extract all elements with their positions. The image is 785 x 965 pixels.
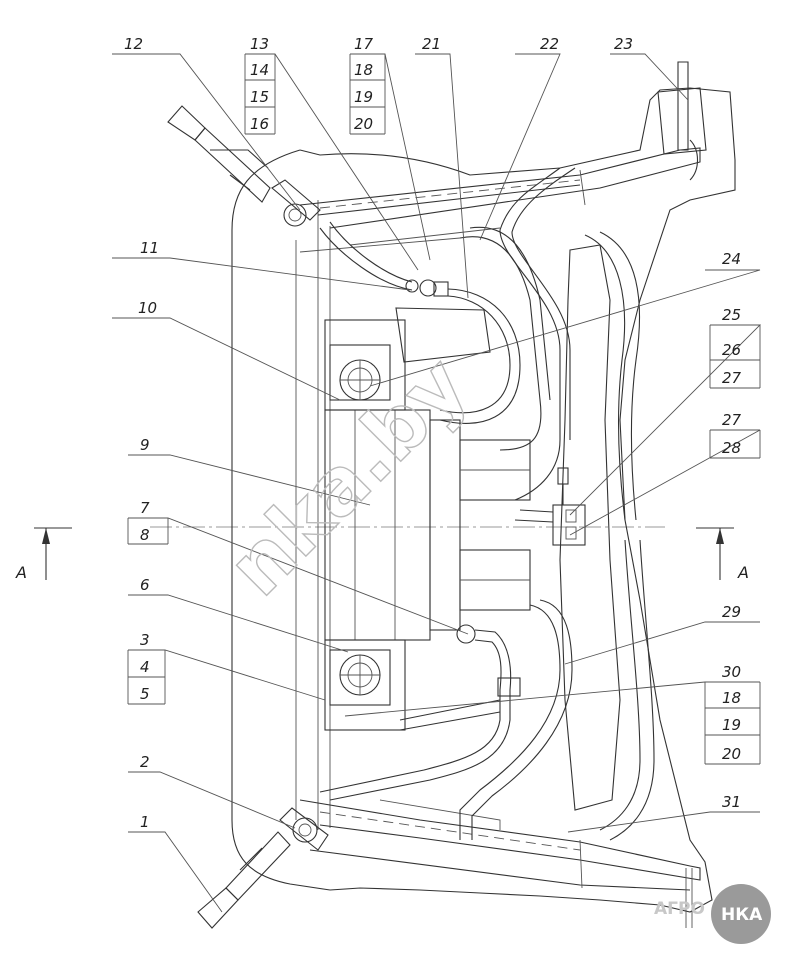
callout-18a: 18 [354, 61, 373, 79]
bottom-frame-beam [299, 799, 701, 928]
top-frame-beam [299, 147, 701, 253]
callout-14: 14 [250, 61, 269, 79]
section-label-left: A [15, 563, 27, 582]
upper-hoses [319, 167, 576, 501]
callout-5: 5 [140, 685, 150, 703]
fan-unit-upper [324, 319, 406, 411]
callout-24: 24 [722, 250, 741, 268]
callout-31: 31 [722, 793, 741, 811]
callout-1: 1 [140, 813, 150, 831]
callout-15: 15 [250, 88, 269, 106]
callout-11: 11 [140, 239, 159, 257]
callout-22: 22 [540, 35, 559, 53]
callout-4: 4 [140, 658, 150, 676]
callout-29: 29 [722, 603, 741, 621]
callout-20a: 20 [354, 115, 373, 133]
callout-labels: 12 13 14 15 16 17 18 19 20 21 22 23 11 2… [124, 35, 742, 831]
leader-lines [112, 53, 762, 913]
fan-unit-lower [324, 639, 406, 731]
callout-27b: 27 [722, 411, 742, 429]
section-label-right: A [737, 563, 749, 582]
lower-hoses [319, 599, 573, 840]
callout-6: 6 [140, 576, 150, 594]
reservoir [657, 61, 707, 181]
pipe-bottom-left [197, 807, 329, 929]
section-mark-right: A [696, 527, 749, 582]
callout-21: 21 [422, 35, 441, 53]
callout-2: 2 [140, 753, 150, 771]
logo-text-left: АГРО [654, 899, 705, 919]
callout-13: 13 [250, 35, 269, 53]
callout-27a: 27 [722, 369, 742, 387]
section-mark-left: A [15, 527, 72, 582]
outer-body [231, 87, 736, 913]
callout-3: 3 [140, 631, 150, 649]
callout-25: 25 [722, 306, 741, 324]
pipe-top-left [167, 105, 321, 227]
callout-19a: 19 [354, 88, 373, 106]
logo-text-right: НКА [721, 905, 763, 925]
callout-28: 28 [722, 439, 741, 457]
callout-7: 7 [140, 499, 150, 517]
callout-23: 23 [614, 35, 633, 53]
callout-26: 26 [722, 341, 741, 359]
callout-17: 17 [354, 35, 374, 53]
valve-assembly [514, 467, 586, 546]
logo: АГРО НКА [654, 884, 771, 944]
callout-18b: 18 [722, 689, 741, 707]
callout-16: 16 [250, 115, 269, 133]
callout-9: 9 [140, 436, 150, 454]
callout-10: 10 [138, 299, 157, 317]
logo-circle [711, 884, 771, 944]
callout-30: 30 [722, 663, 741, 681]
callout-8: 8 [140, 526, 150, 544]
callout-19b: 19 [722, 716, 741, 734]
callout-20b: 20 [722, 745, 741, 763]
callout-1-12: 12 [124, 35, 143, 53]
right-duct [559, 231, 655, 841]
